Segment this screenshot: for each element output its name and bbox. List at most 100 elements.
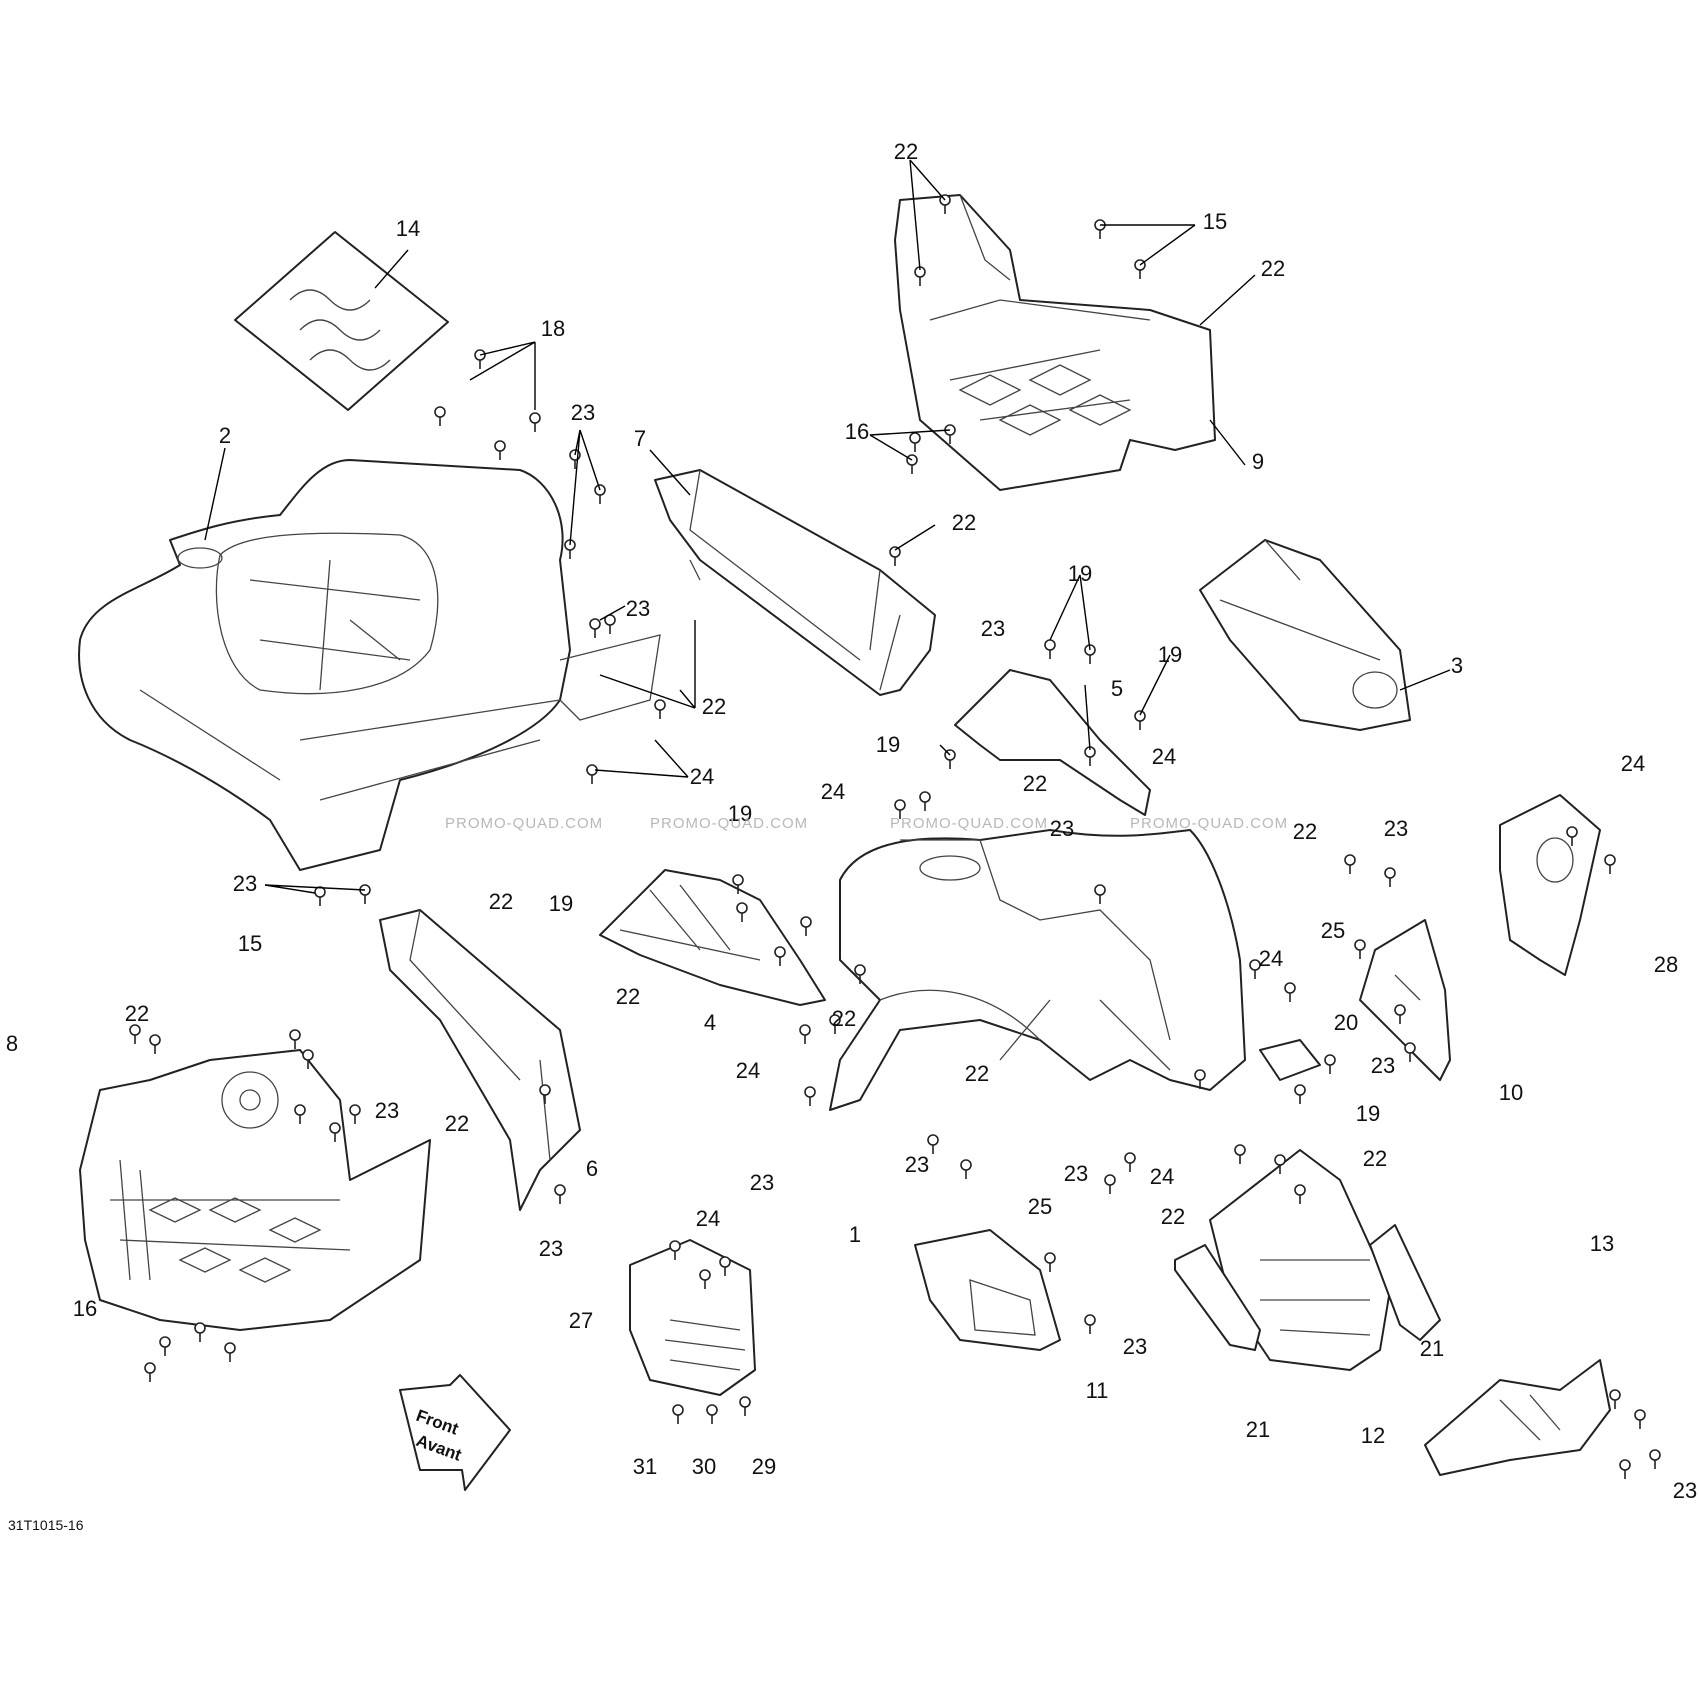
part-5-bracket: [954, 669, 1151, 816]
callout-22: 22: [1023, 771, 1047, 796]
callout-22: 22: [702, 694, 726, 719]
fastener-icon: [1094, 884, 1106, 904]
fastener-icon: [909, 432, 921, 452]
callout-22: 22: [125, 1001, 149, 1026]
callout-23: 23: [233, 871, 257, 896]
fastener-icon: [1194, 1069, 1206, 1089]
callout-22: 22: [1363, 1146, 1387, 1171]
fastener-icon: [854, 964, 866, 984]
callout-1: 1: [849, 1222, 861, 1247]
part-8-left-footwell: [79, 1049, 431, 1331]
fastener-icon: [1384, 867, 1396, 887]
callout-24: 24: [821, 779, 845, 804]
fastener-icon: [927, 1134, 939, 1154]
leader-lines: [204, 159, 1451, 894]
callout-22: 22: [952, 510, 976, 535]
fastener-icon: [289, 1029, 301, 1049]
callout-9: 9: [1252, 449, 1264, 474]
callout-19: 19: [1158, 642, 1182, 667]
fastener-icon: [914, 266, 926, 286]
callout-22: 22: [1161, 1204, 1185, 1229]
fastener-icon: [1649, 1449, 1661, 1469]
callout-22: 22: [616, 984, 640, 1009]
callout-28: 28: [1654, 952, 1678, 977]
callout-13: 13: [1590, 1231, 1614, 1256]
callout-25: 25: [1028, 1194, 1052, 1219]
fastener-icon: [799, 1024, 811, 1044]
fastener-icon: [1134, 710, 1146, 730]
callout-19: 19: [1356, 1101, 1380, 1126]
part-3-top-cover: [1199, 539, 1411, 731]
fastener-icon: [294, 1104, 306, 1124]
callout-19: 19: [549, 891, 573, 916]
callout-18: 18: [541, 316, 565, 341]
fastener-icon: [1609, 1389, 1621, 1409]
part-13-skid-plate: [1424, 1359, 1611, 1476]
fastener-icon: [889, 546, 901, 566]
fastener-icon: [1104, 1174, 1116, 1194]
callout-30: 30: [692, 1454, 716, 1479]
fastener-icon: [1604, 854, 1616, 874]
fastener-icon: [604, 614, 616, 634]
callout-8: 8: [6, 1031, 18, 1056]
callout-22: 22: [965, 1061, 989, 1086]
callout-24: 24: [1150, 1164, 1174, 1189]
callout-2: 2: [219, 423, 231, 448]
fastener-icon: [144, 1362, 156, 1382]
callout-29: 29: [752, 1454, 776, 1479]
fastener-icon: [804, 1086, 816, 1106]
callout-3: 3: [1451, 653, 1463, 678]
fastener-icon: [1294, 1184, 1306, 1204]
callout-6: 6: [586, 1156, 598, 1181]
fastener-icon: [739, 1396, 751, 1416]
callout-16: 16: [73, 1296, 97, 1321]
fastener-icon: [586, 764, 598, 784]
callout-16: 16: [845, 419, 869, 444]
callout-23: 23: [375, 1098, 399, 1123]
fastener-icon: [1404, 1042, 1416, 1062]
fastener-icon: [1094, 219, 1106, 239]
part-28-guard: [1499, 794, 1601, 976]
fastener-icon: [732, 874, 744, 894]
fastener-icon: [349, 1104, 361, 1124]
watermark-3: PROMO-QUAD.COM: [890, 815, 1048, 832]
fastener-icon: [919, 791, 931, 811]
fastener-icon: [672, 1404, 684, 1424]
callout-23: 23: [750, 1170, 774, 1195]
fastener-icon: [654, 699, 666, 719]
fastener-icon: [194, 1322, 206, 1342]
callout-24: 24: [1152, 744, 1176, 769]
part-4-side-panel: [599, 869, 826, 1006]
fastener-icon: [1234, 1144, 1246, 1164]
fastener-icon: [1294, 1084, 1306, 1104]
fastener-icon: [706, 1404, 718, 1424]
callout-23: 23: [1123, 1334, 1147, 1359]
fastener-icon: [529, 412, 541, 432]
fastener-icon: [589, 618, 601, 638]
fastener-icon: [1044, 1252, 1056, 1272]
callout-23: 23: [1371, 1053, 1395, 1078]
fastener-icon: [594, 484, 606, 504]
front-direction-arrow: Front Avant: [399, 1374, 511, 1491]
part-14-decal: [234, 231, 449, 411]
callout-23: 23: [539, 1236, 563, 1261]
watermarks: PROMO-QUAD.COM PROMO-QUAD.COM PROMO-QUAD…: [445, 815, 1288, 832]
part-21-foam-strips: [1174, 1224, 1441, 1351]
callout-31: 31: [633, 1454, 657, 1479]
fastener-icon: [149, 1034, 161, 1054]
part-2-front-fascia: [78, 459, 661, 871]
part-9-right-footwell: [894, 194, 1216, 491]
fastener-icon: [159, 1336, 171, 1356]
callout-23: 23: [1673, 1478, 1697, 1503]
callout-27: 27: [569, 1308, 593, 1333]
watermark-4: PROMO-QUAD.COM: [1130, 815, 1288, 832]
fastener-icon: [1084, 1314, 1096, 1334]
callout-23: 23: [626, 596, 650, 621]
callout-24: 24: [690, 764, 714, 789]
part-27-cover: [629, 1239, 756, 1396]
callout-7: 7: [634, 426, 646, 451]
callout-21: 21: [1420, 1336, 1444, 1361]
watermark-2: PROMO-QUAD.COM: [650, 815, 808, 832]
callout-22: 22: [1293, 819, 1317, 844]
